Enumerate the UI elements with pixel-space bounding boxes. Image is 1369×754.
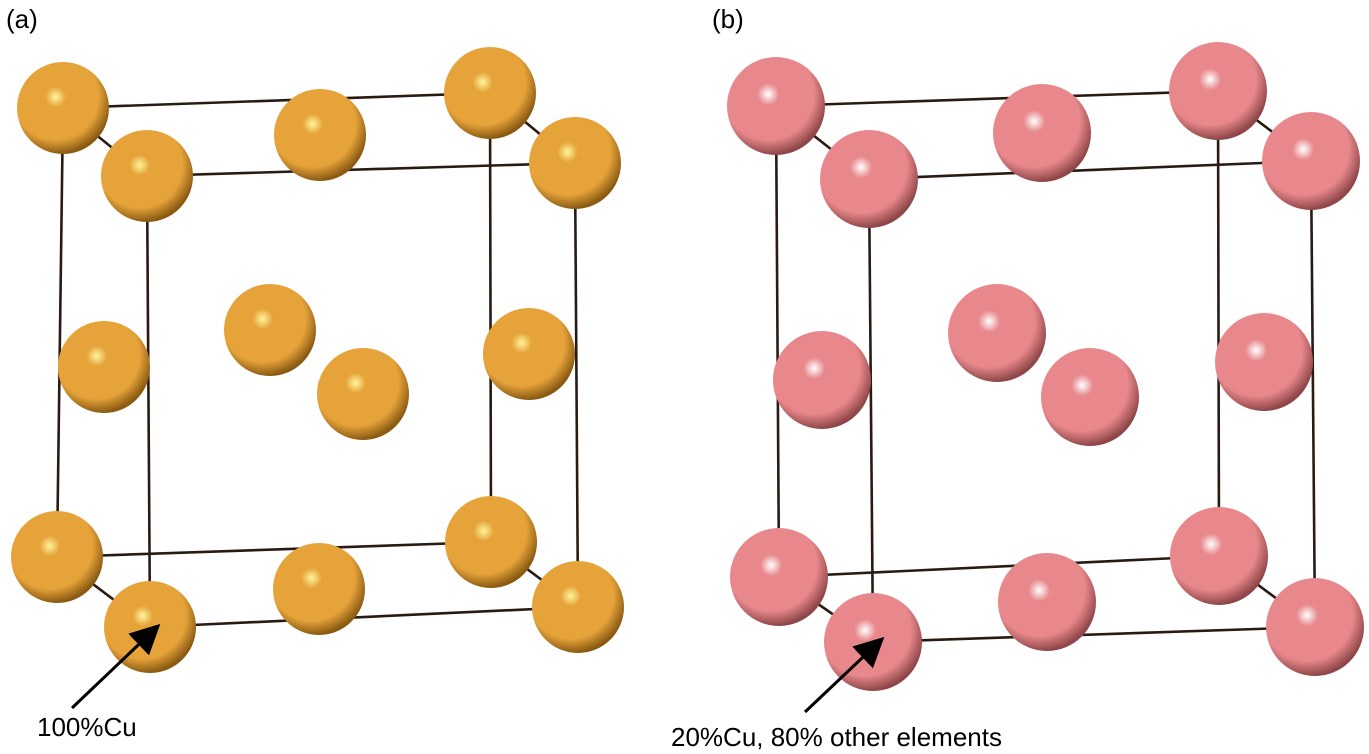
corner-atom [730,528,828,626]
corner-atom [824,593,922,691]
corner-atom [1266,578,1364,676]
panel-b-annotation: 20%Cu, 80% other elements [671,722,1002,752]
face-center-atom [317,348,409,440]
corner-atom [1170,507,1268,605]
face-center-atom [274,89,366,181]
cell-edge [488,92,493,543]
corner-atom [532,561,624,653]
panel-b-atoms [727,42,1364,691]
annotation-arrow [803,636,885,714]
annotation-arrow [70,623,161,710]
panel-a-annotation: 100%Cu [37,712,137,742]
corner-atom [529,117,621,209]
corner-atom [104,581,196,673]
face-center-atom [58,321,150,413]
panel-b-label: (b) [712,4,744,34]
face-center-atom [773,331,871,429]
face-center-atom [1215,313,1313,411]
face-center-atom [224,284,316,376]
corner-atom [1169,42,1267,140]
cell-edge [1216,90,1221,557]
panel-a-arrow [70,623,161,710]
corner-atom [445,496,537,588]
cell-edge [146,161,576,178]
cell-edge [149,605,579,629]
cell-edge [775,89,1219,108]
corner-atom [101,130,193,222]
panel-a-atoms [11,47,624,673]
face-center-atom [1041,348,1139,446]
face-center-atom [998,553,1096,651]
cell-edge [778,554,1220,579]
cell-edge [867,178,875,643]
cell-edge [573,162,580,608]
corner-atom [11,511,103,603]
corner-atom [820,130,918,228]
panel-a-unit-cell [11,47,624,710]
cell-edge [1309,160,1317,628]
cell-edge [872,625,1316,644]
corner-atom [727,57,825,155]
panel-a-label: (a) [6,4,38,34]
corner-atom [1262,112,1360,210]
face-center-atom [483,308,575,400]
cell-edge [145,175,152,628]
corner-atom [17,62,109,154]
corner-atom [444,47,536,139]
face-center-atom [948,284,1046,382]
cell-edge [56,540,492,559]
panel-b-cell-edges [774,89,1317,644]
cell-edge [55,107,65,558]
panel-b-unit-cell [727,42,1364,714]
cell-edge [774,105,781,578]
cell-edge [62,91,491,110]
cell-edge [868,159,1312,181]
face-center-atom [273,543,365,635]
face-center-atom [993,84,1091,182]
panel-b-arrow [803,636,885,714]
